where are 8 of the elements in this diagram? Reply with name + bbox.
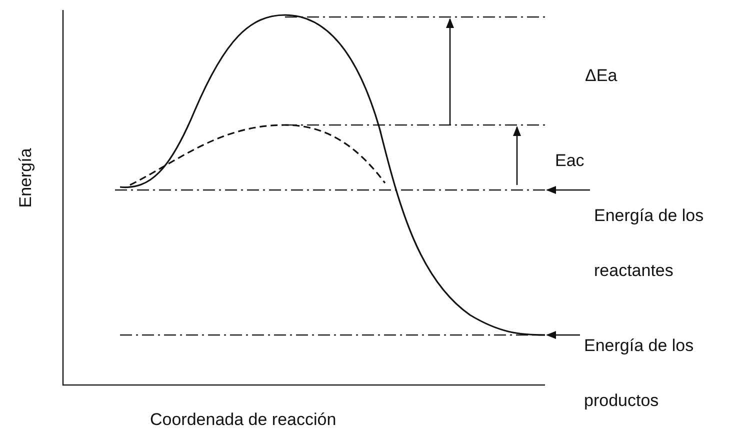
- energy-label: Energía de los reactantes: [594, 188, 744, 298]
- energy-label: Energía de los productos: [584, 318, 734, 428]
- energy-difference-label: Eac: [555, 151, 584, 171]
- leader-line: [546, 331, 580, 339]
- axis-title: Coordenada de reacción: [150, 410, 336, 430]
- energy-difference-label: ΔEa: [585, 66, 618, 86]
- leader-line: [546, 186, 590, 194]
- axis-title: Energía: [16, 148, 36, 208]
